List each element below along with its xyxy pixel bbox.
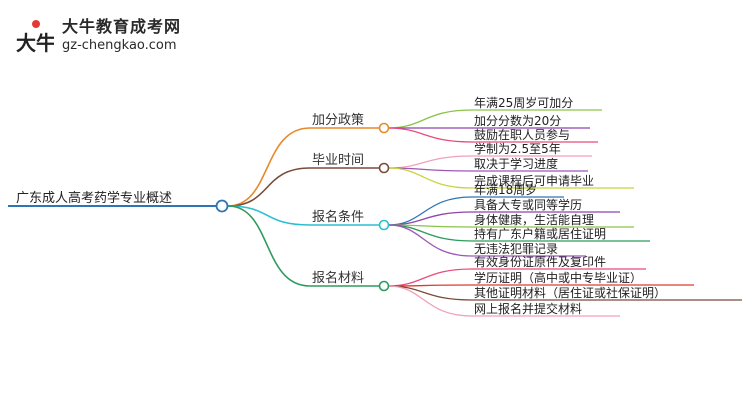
branch-node (378, 162, 390, 174)
branch-label: 报名材料 (312, 270, 364, 286)
leaf-connector (387, 167, 473, 189)
branch-label: 毕业时间 (312, 153, 364, 168)
branch-connector (227, 205, 311, 226)
leaf-label: 学历证明（高中或中专毕业证） (474, 270, 642, 285)
leaf-connector (387, 127, 473, 143)
leaf-connector (387, 109, 473, 129)
root-node (215, 199, 229, 213)
branch-connector (227, 127, 311, 207)
leaf-label: 年满25周岁可加分 (474, 95, 573, 110)
brand-url: gz-chengkao.com (62, 38, 177, 53)
leaf-label: 完成课程后可申请毕业 (474, 173, 594, 188)
branch-label: 报名条件 (312, 209, 364, 225)
leaf-label: 学制为2.5至5年 (474, 141, 561, 156)
branch-node (378, 122, 390, 134)
brand-logo[interactable]: 大牛 大牛教育成考网 gz-chengkao.com (10, 10, 280, 60)
branch-node (378, 280, 390, 292)
leaf-connector (387, 155, 473, 169)
leaf-connector (387, 268, 473, 287)
root-label: 广东成人高考药学专业概述 (16, 190, 172, 206)
leaf-connector (387, 224, 473, 257)
leaf-label: 其他证明材料（居住证或社保证明） (474, 285, 666, 300)
brand-name: 大牛教育成考网 (62, 17, 182, 36)
leaf-label: 年满18周岁 (474, 182, 537, 197)
leaf-label: 身体健康，生活能自理 (474, 212, 594, 227)
leaf-connector (387, 285, 473, 317)
branch-connector (227, 205, 311, 287)
leaf-label: 加分分数为20分 (474, 113, 561, 128)
branch-node (378, 219, 390, 231)
branch-connector (227, 167, 311, 207)
logo-figure-icon: 大牛 (16, 20, 54, 55)
leaf-label: 网上报名并提交材料 (474, 301, 582, 316)
leaf-label: 无违法犯罪记录 (474, 242, 558, 256)
leaf-label: 鼓励在职人员参与 (474, 127, 570, 142)
leaf-label: 有效身份证原件及复印件 (474, 254, 606, 269)
logo-lettering: 大牛 (16, 31, 54, 55)
branch-label: 加分政策 (312, 112, 364, 128)
leaf-connector (387, 196, 473, 226)
leaf-label: 具备大专或同等学历 (474, 197, 582, 212)
leaf-label: 取决于学习进度 (474, 156, 558, 171)
leaf-label: 持有广东户籍或居住证明 (474, 226, 606, 241)
